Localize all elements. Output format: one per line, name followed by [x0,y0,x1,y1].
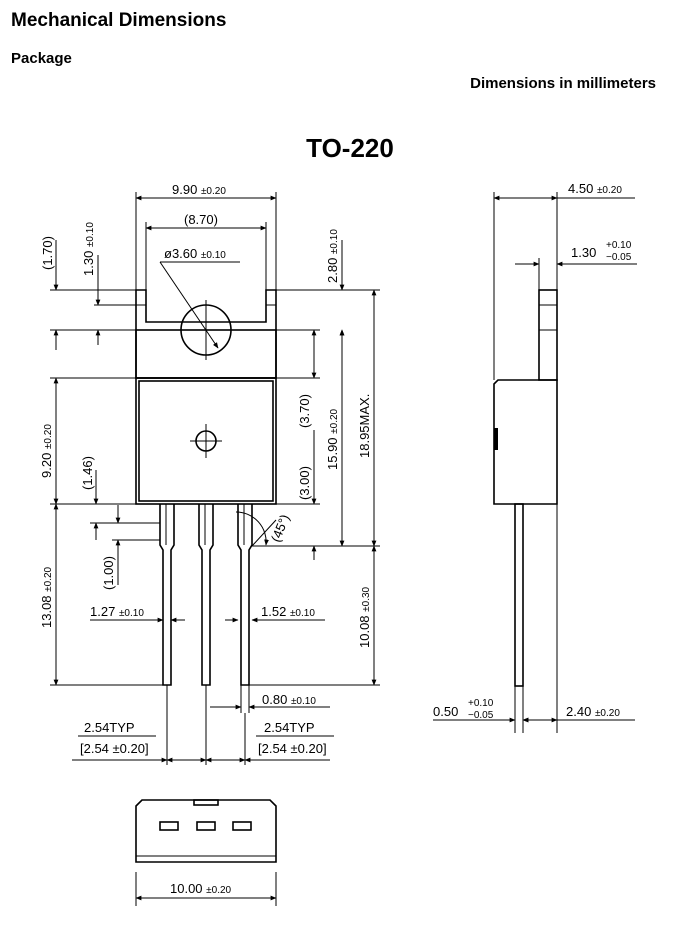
bottom-view: 10.00 ±0.20 [135,799,277,906]
dim-width-top: 9.90 ±0.20 [172,182,226,197]
dim-ref-100: (1.00) [101,556,116,590]
dim-hole-to-top: 2.80 ±0.10 [325,229,340,283]
dim-tab-thickness: 1.30 ±0.10 [81,222,96,276]
dim-ref-300: (3.00) [297,466,312,500]
section-subtitle: Package [11,50,72,67]
dim-ref-370: (3.70) [297,394,312,428]
units-note: Dimensions in millimeters [470,75,656,92]
dim-lead-width-right: 1.52 ±0.10 [261,604,315,619]
leads [159,504,253,686]
package-name: TO-220 [306,133,394,163]
dim-side-tab-minus: −0.05 [606,252,632,263]
page-title: Mechanical Dimensions [11,10,227,31]
dim-side-lead-plus: +0.10 [468,698,494,709]
package-body [135,377,277,505]
dim-bottom-width: 10.00 ±0.20 [170,881,232,896]
dim-angle: (45°) [268,512,293,544]
dim-tab-top-ref: (1.70) [40,236,55,270]
dim-side-thickness: 4.50 ±0.20 [568,181,622,196]
dim-hole: ø3.60 ±0.10 [164,246,226,261]
dim-pitch-left-alt: [2.54 ±0.20] [80,741,149,756]
dim-lead-length: 13.08 ±0.20 [39,566,54,628]
dim-body-height: 15.90 ±0.20 [325,408,340,470]
dim-pitch-left: 2.54TYP [84,720,135,735]
dim-side-offset: 2.40 ±0.20 [566,704,620,719]
dim-lead-width-left: 1.27 ±0.10 [90,604,144,619]
front-view: 9.90 ±0.20 (8.70) ø3.60 ±0.10 (1.70) 1.3… [39,182,380,765]
side-view: 4.50 ±0.20 1.30 +0.10 −0.05 0.50 +0.10 −… [433,181,637,733]
dim-side-tab-plus: +0.10 [606,240,632,251]
dim-overall-max: 18.95MAX. [357,394,372,458]
dim-tab-inner: (8.70) [184,212,218,227]
dim-side-lead: 0.50 [433,704,458,719]
dim-lead-to-seat: 10.08 ±0.30 [357,586,372,648]
dim-pitch-right-alt: [2.54 ±0.20] [258,741,327,756]
dim-side-tab: 1.30 [571,245,596,260]
dim-ref-146: (1.46) [80,456,95,490]
dim-body-lower: 9.20 ±0.20 [39,424,54,478]
dim-side-lead-minus: −0.05 [468,710,494,721]
dim-lead-thickness: 0.80 ±0.10 [262,692,316,707]
dim-pitch-right: 2.54TYP [264,720,315,735]
